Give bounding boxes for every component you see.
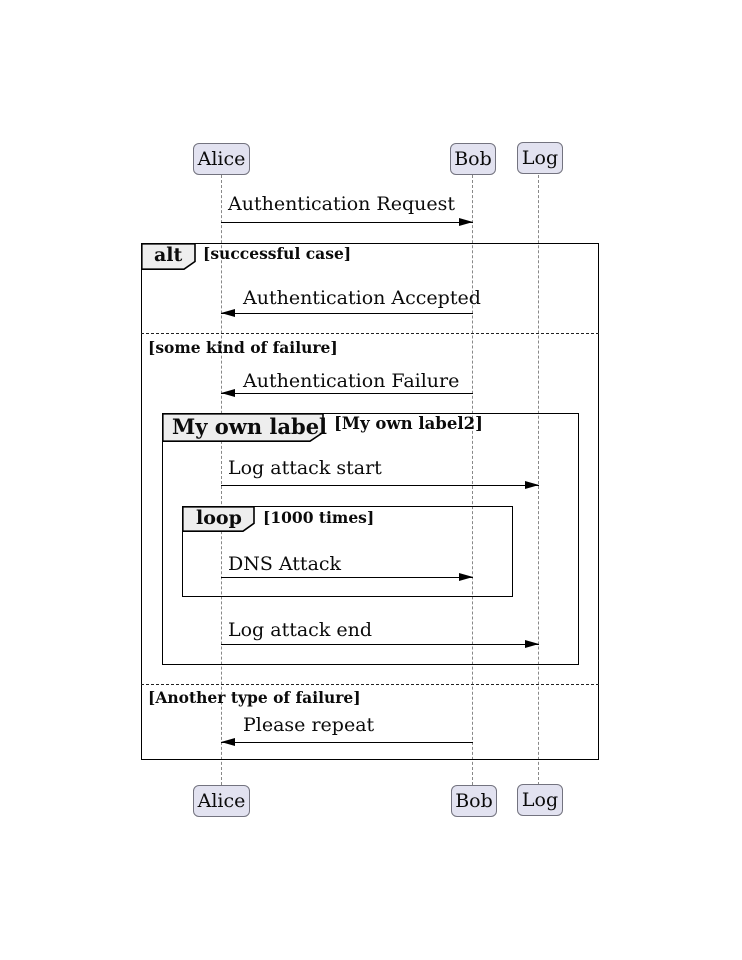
actor-label: Log [521, 789, 559, 811]
actor-label: Bob [454, 148, 492, 170]
message-line-log-attack-start [221, 485, 539, 486]
loop-keyword: loop [196, 506, 242, 529]
arrowhead-left-icon [221, 389, 235, 397]
actor-log-bottom: Log [517, 784, 563, 816]
alt-frame [141, 243, 599, 760]
lifeline-bob [472, 175, 473, 785]
else-condition-1: [some kind of failure] [148, 338, 338, 357]
actor-bob-top: Bob [450, 143, 496, 175]
group-frame [162, 413, 579, 665]
message-label-log-attack-start: Log attack start [228, 457, 382, 479]
loop-condition: [1000 times] [263, 508, 375, 527]
arrowhead-right-icon [525, 640, 539, 648]
arrowhead-right-icon [525, 481, 539, 489]
pentagon-shape [141, 243, 196, 270]
message-line-auth-failure [221, 393, 473, 394]
else-divider-2 [141, 684, 599, 685]
message-label-auth-request: Authentication Request [228, 193, 455, 215]
message-label-log-attack-end: Log attack end [228, 619, 373, 641]
arrowhead-right-icon [459, 218, 473, 226]
loop-pentagon: loop [182, 506, 255, 532]
else-divider-1 [141, 333, 599, 334]
actor-label: Alice [197, 148, 246, 170]
actor-label: Log [521, 147, 559, 169]
alt-pentagon: alt [141, 243, 196, 270]
message-line-log-attack-end [221, 644, 539, 645]
pentagon-shape [182, 506, 255, 532]
group-keyword: My own label [172, 413, 328, 439]
alt-condition: [successful case] [203, 244, 352, 263]
message-line-auth-request [221, 222, 473, 223]
actor-label: Alice [197, 790, 246, 812]
message-line-auth-accepted [221, 313, 473, 314]
actor-alice-bottom: Alice [193, 785, 250, 817]
group-pentagon: My own label [162, 413, 328, 442]
message-label-auth-accepted: Authentication Accepted [243, 287, 481, 309]
message-line-dns-attack [221, 577, 473, 578]
pentagon-shape [162, 413, 324, 442]
lifeline-alice [221, 175, 222, 785]
group-condition: [My own label2] [334, 414, 483, 433]
message-label-please-repeat: Please repeat [243, 714, 375, 736]
actor-log-top: Log [517, 142, 563, 174]
loop-frame [182, 506, 513, 597]
else-condition-2: [Another type of failure] [148, 688, 361, 707]
arrowhead-right-icon [459, 573, 473, 581]
lifeline-log [538, 175, 539, 785]
arrowhead-left-icon [221, 738, 235, 746]
arrowhead-left-icon [221, 309, 235, 317]
message-label-dns-attack: DNS Attack [228, 553, 342, 575]
actor-label: Bob [455, 790, 493, 812]
message-label-auth-failure: Authentication Failure [243, 370, 460, 392]
message-line-please-repeat [221, 742, 473, 743]
actor-bob-bottom: Bob [451, 785, 497, 817]
alt-keyword: alt [154, 244, 183, 266]
actor-alice-top: Alice [193, 143, 250, 175]
